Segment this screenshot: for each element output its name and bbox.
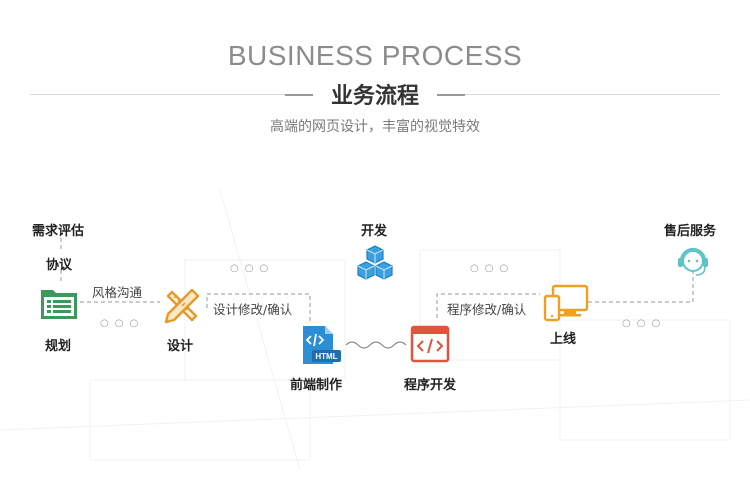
step-requirements-label: 需求评估 — [32, 224, 85, 239]
note-communication: 风格沟通 — [90, 282, 145, 301]
title-rule-left — [30, 94, 285, 95]
step-planning-label: 规划 — [45, 339, 72, 354]
headset-icon — [678, 247, 708, 276]
note-program-confirm: 程序修改/确认 — [445, 299, 529, 318]
step-after-sales-label: 售后服务 — [664, 224, 717, 239]
step-frontend-label: 前端制作 — [290, 378, 343, 393]
dots-decoration: ○○○ — [100, 318, 145, 329]
wave-connector — [345, 341, 407, 349]
step-development-label: 开发 — [361, 224, 388, 239]
connector-launch-service — [588, 270, 694, 303]
dots-decoration: ○○○ — [622, 318, 667, 329]
step-agreement-label: 协议 — [46, 258, 73, 273]
html-badge-text: HTML — [315, 352, 337, 361]
step-design-label: 设计 — [167, 339, 194, 354]
note-design-confirm: 设计修改/确认 — [211, 299, 295, 318]
subtitle: 高端的网页设计，丰富的视觉特效 — [270, 119, 480, 135]
title-dash-left — [285, 94, 313, 96]
title-rule-right — [465, 94, 720, 95]
document-list-icon — [41, 290, 77, 319]
step-backend-label: 程序开发 — [404, 378, 457, 393]
devices-icon — [543, 284, 589, 322]
dots-decoration: ○○○ — [470, 263, 515, 274]
connector-backend-launch — [436, 293, 540, 318]
title-dash-right — [437, 94, 465, 96]
connector-design-frontend — [206, 293, 311, 322]
dots-decoration: ○○○ — [230, 263, 275, 274]
cubes-icon — [357, 245, 393, 280]
pencil-ruler-icon — [164, 288, 200, 324]
html-file-icon: HTML — [303, 326, 341, 364]
step-launch-label: 上线 — [550, 332, 577, 347]
title-english: BUSINESS PROCESS — [227, 40, 523, 71]
title-chinese: 业务流程 — [330, 84, 419, 109]
code-window-icon — [410, 325, 450, 363]
